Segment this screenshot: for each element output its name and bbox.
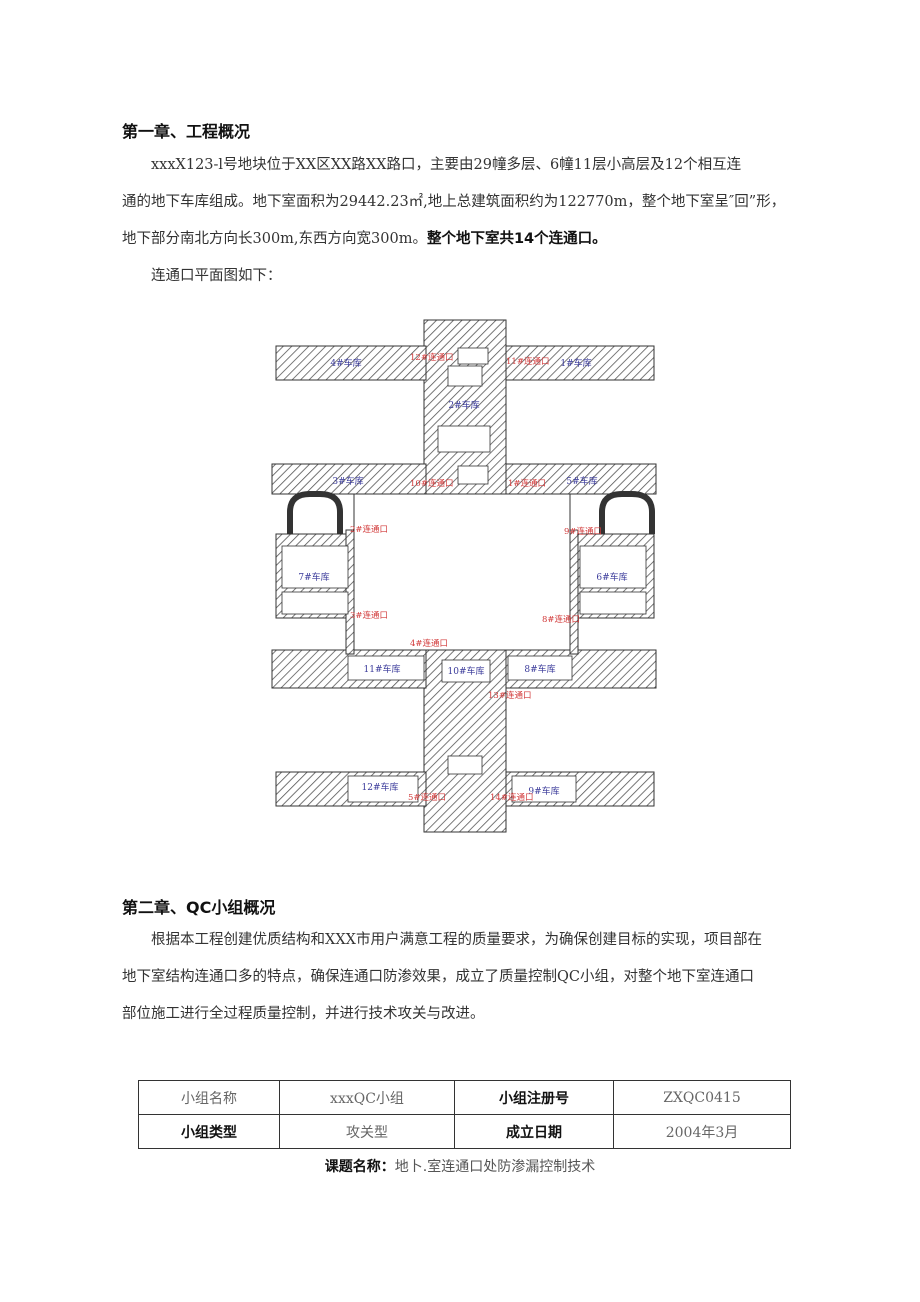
table-cell: 攻关型	[279, 1114, 455, 1149]
connector-label: 9#连通口	[564, 526, 602, 537]
garage-label: 12#车库	[362, 781, 399, 793]
table-cell: 成立日期	[454, 1114, 614, 1149]
chapter1-line3: 地下部分南北方向长300m,东西方向宽300m。整个地下室共14个连通口。	[122, 221, 822, 258]
chapter2-line3: 部位施工进行全过程质量控制，并进行技术攻关与改进。	[122, 1006, 485, 1022]
topic-label: 课题名称：	[324, 1159, 395, 1175]
connector-label: 14#连通口	[490, 792, 533, 803]
table-cell: ZXQC0415	[613, 1080, 791, 1115]
connector-label: 5#连通口	[408, 792, 446, 803]
chapter2-line1: 根据本工程创建优质结构和XXX市用户满意工程的质量要求，为确保创建目标的实现，项…	[151, 932, 762, 948]
qc-group-table: 小组名称 xxxQC小组 小组注册号 ZXQC0415 小组类型 攻关型 成立日…	[138, 1080, 791, 1149]
plan-intro: 连通口平面图如下：	[151, 268, 282, 284]
table-cell: 小组类型	[138, 1114, 280, 1149]
topic-line: 课题名称：地卜.室连通口处防渗漏控制技术	[0, 1156, 920, 1176]
wall-right	[569, 529, 579, 655]
table-row: 小组名称 xxxQC小组 小组注册号 ZXQC0415	[138, 1080, 791, 1115]
courtyard	[353, 493, 571, 651]
connector-label: 2#连通口	[350, 524, 388, 535]
garage-label: 2#车库	[448, 399, 479, 411]
garage-label: 9#车库	[528, 785, 559, 797]
chapter1-line3-text: 地下部分南北方向长300m,东西方向宽300m。	[122, 231, 427, 247]
connector-floor-plan: 1#车库 2#车库 3#车库 4#车库 5#车库 6#车库 7#车库 8#车库 …	[271, 319, 657, 833]
table-row: 小组类型 攻关型 成立日期 2004年3月	[138, 1114, 791, 1149]
bar-second-right	[505, 463, 657, 495]
garage-label: 1#车库	[560, 357, 591, 369]
chapter2-title: 第二章、QC小组概况	[122, 898, 276, 917]
connector-label: 3#连通口	[350, 610, 388, 621]
table-cell: 小组名称	[138, 1080, 280, 1115]
table-cell: 小组注册号	[454, 1080, 614, 1115]
table-cell: 2004年3月	[613, 1114, 791, 1149]
garage-label: 7#车库	[298, 571, 329, 583]
connector-label: 4#连通口	[410, 638, 448, 649]
garage-label: 11#车库	[364, 663, 401, 675]
chapter1-line3-bold: 整个地下室共14个连通口。	[426, 231, 607, 247]
garage-label: 6#车库	[596, 571, 627, 583]
bar-top-right	[505, 345, 655, 381]
garage-label: 4#车库	[330, 357, 361, 369]
chapter2-line2: 地下室结构连通口多的特点，确保连通口防渗效果，成立了质量控制QC小组，对整个地下…	[122, 969, 754, 985]
topic-value: 地卜.室连通口处防渗漏控制技术	[394, 1159, 596, 1175]
connector-label: 10#连通口	[410, 478, 453, 489]
table-cell: xxxQC小组	[279, 1080, 455, 1115]
connector-label: 8#连通口	[542, 614, 580, 625]
bar-top-left	[275, 345, 427, 381]
bar-second-left	[271, 463, 427, 495]
garage-label: 8#车库	[524, 663, 555, 675]
chapter1-paragraph: xxxX123-l号地块位于XX区XX路XX路口，主要由29幢多层、6幢11层小…	[122, 147, 822, 295]
garage-label: 5#车库	[566, 475, 597, 487]
garage-label: 3#车库	[332, 475, 363, 487]
chapter1-title: 第一章、工程概况	[122, 122, 251, 141]
connector-label: 11#连通口	[506, 356, 549, 367]
connector-label: 12#连通口	[410, 352, 453, 363]
garage-label: 10#车库	[448, 665, 485, 677]
connector-label: 13#连通口	[488, 690, 531, 701]
chapter1-line2: 通的地下车库组成。地下室面积为29442.23㎡,地上总建筑面积约为122770…	[122, 194, 786, 210]
connector-label: 1#连通口	[508, 478, 546, 489]
chapter2-paragraph: 根据本工程创建优质结构和XXX市用户满意工程的质量要求，为确保创建目标的实现，项…	[122, 922, 822, 1033]
chapter1-line1: xxxX123-l号地块位于XX区XX路XX路口，主要由29幢多层、6幢11层小…	[151, 157, 742, 173]
